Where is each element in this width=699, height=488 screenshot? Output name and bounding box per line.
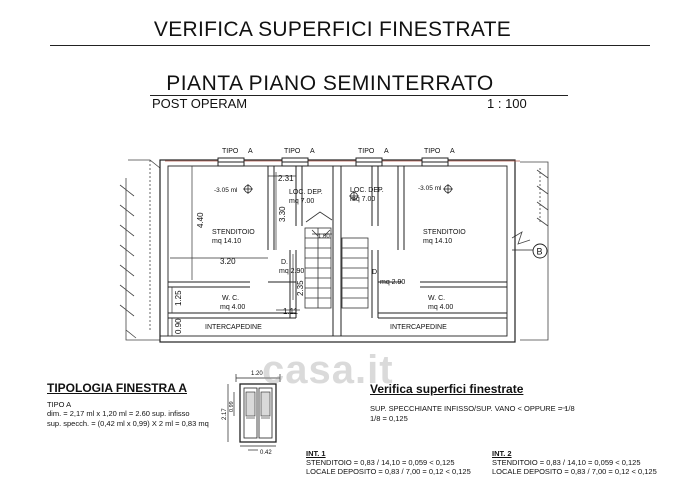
staircase	[304, 211, 369, 309]
window-label-3: TIPO	[358, 148, 375, 155]
room-stenditoio-right-area: mq 14.10	[423, 238, 452, 245]
room-loc-dep-right-area: mq 7.00	[350, 196, 375, 203]
room-intercapedine-left: INTERCAPEDINE	[205, 324, 262, 331]
room-intercapedine-right: INTERCAPEDINE	[390, 324, 447, 331]
room-loc-dep-left-area: mq 7.00	[289, 198, 314, 205]
dim-3-20: 3.20	[220, 257, 236, 266]
window-label-4-letter: A	[450, 148, 455, 155]
room-d-right-area: mq 2.90	[380, 279, 405, 286]
window-detail-pane-height: 0.99	[229, 401, 235, 412]
window-detail	[227, 374, 281, 451]
level-left: -3.05 ml	[214, 187, 238, 194]
verifica-title: Verifica superfici finestrate	[370, 382, 524, 396]
verifica-formula: SUP. SPECCHIANTE INFISSO/SUP. VANO < OPP…	[370, 404, 575, 413]
room-loc-dep-left: LOC. DEP.	[289, 189, 323, 196]
section-marker-letter: B	[537, 247, 543, 257]
int2-title: INT. 2	[492, 449, 512, 458]
int1-locale-deposito: LOCALE DEPOSITO = 0,83 / 7,00 = 0,12 < 0…	[306, 467, 471, 476]
room-wc-right: W. C.	[428, 295, 445, 302]
dim-2-31: 2.31	[278, 174, 294, 183]
section-marker-b: B	[512, 243, 548, 259]
dim-1-00: 1.00	[318, 234, 330, 240]
room-wc-left: W. C.	[222, 295, 239, 302]
int2-locale-deposito: LOCALE DEPOSITO = 0,83 / 7,00 = 0,12 < 0…	[492, 467, 657, 476]
tipologia-surface: sup. specch. = (0,42 ml x 0,99) X 2 ml =…	[47, 419, 209, 428]
window-label-4: TIPO	[424, 148, 441, 155]
plan-title: PIANTA PIANO SEMINTERRATO	[166, 72, 494, 95]
room-stenditoio-right: STENDITOIO	[423, 229, 466, 236]
tipologia-tipo: TIPO A	[47, 400, 72, 409]
dim-0-90: 0.90	[174, 318, 183, 334]
tipologia-dimensions: dim. = 2,17 ml x 1,20 ml = 2.60 sup. inf…	[47, 409, 190, 418]
room-d-left-area: mq 2.90	[279, 268, 304, 275]
scale-label: 1 : 100	[487, 96, 527, 111]
central-walls	[295, 166, 379, 336]
dim-1-11: 1.11	[283, 307, 299, 316]
room-wc-right-area: mq 4.00	[428, 304, 453, 311]
windows	[217, 157, 449, 167]
level-right: -3.05 ml	[418, 185, 442, 192]
window-detail-pane-width: 0.42	[260, 450, 272, 456]
title-rule	[50, 45, 650, 46]
window-label-1-letter: A	[248, 148, 253, 155]
dim-4-40: 4.40	[196, 212, 205, 228]
right-unit-walls	[371, 166, 507, 319]
room-wc-left-area: mq 4.00	[220, 304, 245, 311]
room-stenditoio-left: STENDITOIO	[212, 229, 255, 236]
plan-title-rule	[150, 95, 568, 96]
verifica-formula-value: 1/8 = 0,125	[370, 414, 408, 423]
room-d-right: D.	[372, 269, 379, 276]
room-loc-dep-right: LOC. DEP.	[350, 187, 384, 194]
left-terrain	[119, 159, 161, 341]
window-label-1: TIPO	[222, 148, 239, 155]
right-terrain	[511, 161, 549, 341]
tipologia-title: TIPOLOGIA FINESTRA A	[47, 381, 187, 395]
dim-2-35: 2.35	[296, 280, 305, 296]
int2-stenditoio: STENDITOIO = 0,83 / 14,10 = 0,059 < 0,12…	[492, 458, 641, 467]
window-label-2-letter: A	[310, 148, 315, 155]
window-detail-height: 2.17	[222, 408, 228, 420]
dim-3-30: 3.30	[278, 206, 287, 222]
dim-1-25: 1.25	[174, 290, 183, 306]
post-operam-label: POST OPERAM	[152, 96, 248, 111]
outer-walls	[159, 159, 520, 343]
int1-title: INT. 1	[306, 449, 326, 458]
window-detail-width: 1.20	[251, 371, 263, 377]
room-d-left: D.	[281, 259, 288, 266]
left-unit-walls	[168, 166, 297, 319]
drawing-title: VERIFICA SUPERFICI FINESTRATE	[153, 18, 512, 41]
watermark: casa.it	[262, 348, 394, 392]
int1-stenditoio: STENDITOIO = 0,83 / 14,10 = 0,059 < 0,12…	[306, 458, 455, 467]
dimension-lines	[170, 166, 332, 336]
level-markers	[243, 184, 453, 201]
window-label-2: TIPO	[284, 148, 301, 155]
window-label-3-letter: A	[384, 148, 389, 155]
room-stenditoio-left-area: mq 14.10	[212, 238, 241, 245]
